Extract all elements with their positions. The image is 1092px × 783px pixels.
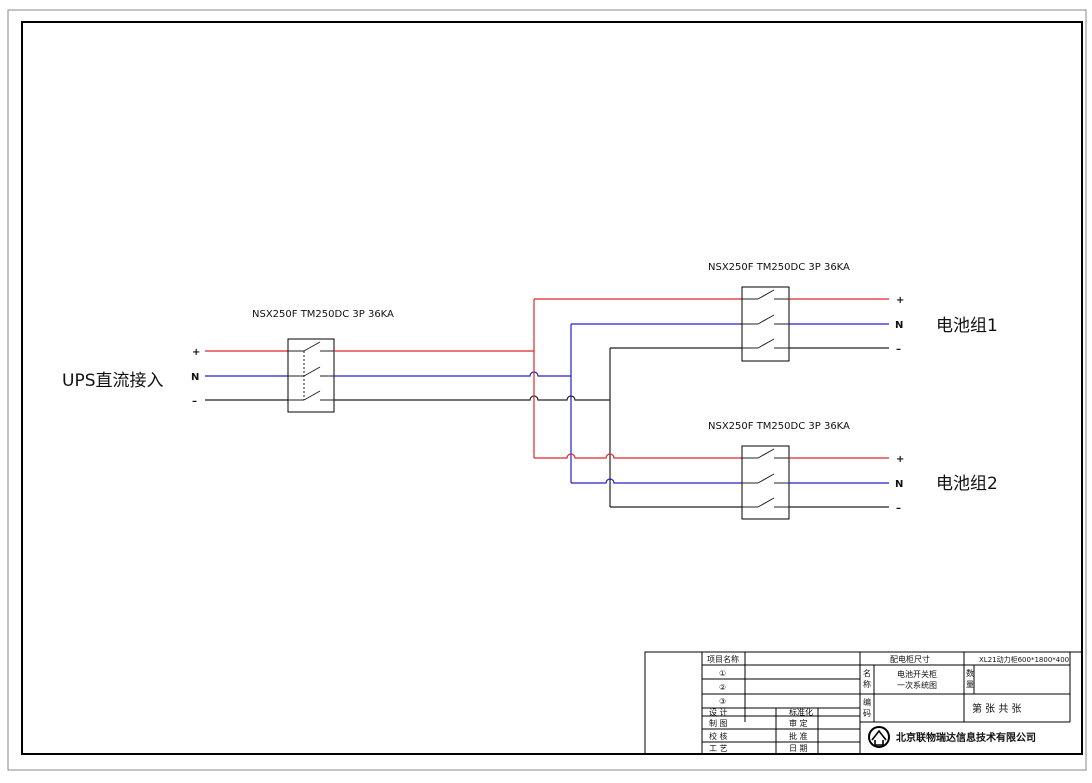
- tb-drafting: 制 图: [709, 718, 728, 728]
- out2-terminal-minus: –: [896, 503, 901, 514]
- input-breaker-model: NSX250F TM250DC 3P 36KA: [252, 309, 394, 320]
- input-breaker: [287, 338, 335, 413]
- input-terminal-plus: +: [192, 347, 200, 358]
- tb-approve: 批 准: [789, 731, 808, 741]
- tb-drawing-name-1: 电池开关柜: [897, 669, 937, 679]
- out1-terminal-minus: –: [896, 344, 901, 355]
- tb-qty-label-1: 数: [966, 668, 974, 678]
- tb-proofread: 校 核: [709, 731, 728, 741]
- tb-date: 日 期: [789, 744, 808, 753]
- input-terminal-n: N: [191, 372, 199, 383]
- tb-review: 审 定: [789, 718, 808, 728]
- tb-sheet-text: 第 张 共 张: [972, 702, 1022, 715]
- input-label: UPS直流接入: [62, 371, 164, 391]
- tb-standardization: 标准化: [789, 707, 813, 717]
- tb-project-name-label: 项目名称: [707, 654, 739, 664]
- tb-qty-label-2: 量: [966, 680, 974, 689]
- input-n-wire-right: [334, 371, 571, 377]
- output-breaker-1: [741, 286, 790, 362]
- output-breaker-model-1: NSX250F TM250DC 3P 36KA: [708, 262, 850, 273]
- inner-border: [21, 21, 1083, 755]
- tb-company-name: 北京联物瑞达信息技术有限公司: [896, 731, 1036, 744]
- tb-code-label-2: 码: [863, 709, 871, 718]
- company-logo-icon: [868, 726, 890, 748]
- out1-terminal-plus: +: [896, 295, 904, 306]
- tb-cabinet-size-value: XL21动力柜600*1800*400: [979, 655, 1069, 664]
- tb-row-1: ①: [719, 669, 726, 678]
- tb-row-3: ③: [719, 697, 726, 706]
- input-terminal-minus: –: [192, 396, 197, 407]
- tb-name-label-2: 称: [863, 679, 871, 689]
- out2-terminal-n: N: [895, 479, 903, 490]
- battery-group-2-label: 电池组2: [936, 474, 998, 494]
- output-breaker-model-2: NSX250F TM250DC 3P 36KA: [708, 421, 850, 432]
- title-block: [644, 651, 1083, 755]
- output-breaker-2: [741, 445, 790, 520]
- tb-process: 工 艺: [709, 744, 728, 753]
- input-minus-wire-right: [334, 395, 610, 401]
- tb-name-label-1: 名: [863, 668, 871, 678]
- out1-terminal-n: N: [895, 320, 903, 331]
- battery-group-1-label: 电池组1: [936, 316, 998, 336]
- tb-design: 设 计: [709, 707, 728, 717]
- tb-drawing-name-2: 一次系统图: [897, 680, 937, 690]
- out2-terminal-plus: +: [896, 454, 904, 465]
- tb-code-label-1: 编: [863, 697, 871, 707]
- tb-row-2: ②: [719, 683, 726, 692]
- outer-border: [7, 9, 1087, 771]
- out2-plus-wire-in: [534, 453, 742, 459]
- out2-n-wire-in: [571, 478, 742, 484]
- tb-cabinet-size-label: 配电柜尺寸: [890, 654, 930, 664]
